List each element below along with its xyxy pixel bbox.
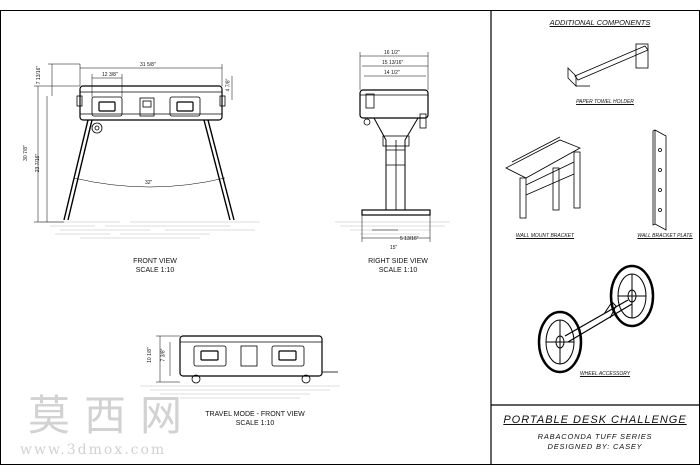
dim-height-inner: 23 7/16" [35,153,42,173]
dim-side-d3: 14 1/2" [384,70,400,76]
wall-mount-bracket-drawing [505,136,581,219]
travel-view-drawing [140,335,340,399]
dim-height-outer: 30 7/8" [22,145,29,161]
wall-bracket-plate-drawing [652,129,667,231]
dim-width: 31 5/8" [140,62,156,68]
dim-side-d2: 15 13/16" [382,60,404,66]
watermark-url: www.3dmox.com [20,442,167,458]
side-view-scale: SCALE 1:10 [378,267,418,274]
dim-side-base-inner: 5 13/16" [400,236,419,242]
travel-view-title: TRAVEL MODE - FRONT VIEW [205,411,305,418]
wheel-accessory-drawing [537,264,655,374]
travel-view-scale: SCALE 1:10 [235,420,275,427]
watermark-cn: 莫西网 [28,391,197,440]
components-heading: ADDITIONAL COMPONENTS [549,18,651,27]
wall-plate-label: WALL BRACKET PLATE [637,233,693,239]
dim-travel-inner: 7 3/8" [160,348,167,362]
dim-top-right: 4 7/8" [225,78,232,92]
dim-side-d1: 16 1/2" [384,50,400,56]
front-view-title: FRONT VIEW [133,258,177,265]
title-block-designer: DESIGNED BY: CASEY [547,442,643,451]
side-view-drawing [335,52,450,242]
title-block-title: PORTABLE DESK CHALLENGE [503,414,687,426]
front-view-scale: SCALE 1:10 [135,267,175,274]
side-view-title: RIGHT SIDE VIEW [368,258,428,265]
wall-mount-label: WALL MOUNT BRACKET [515,233,575,239]
wheel-label: WHEEL ACCESSORY [579,371,631,377]
title-block-subtitle: RABACONDA TUFF SERIES [537,432,653,441]
dim-top-left: 7 13/16" [36,65,43,85]
front-view-drawing [34,63,260,239]
dim-side-base: 15" [390,245,398,251]
paper-towel-holder-drawing [567,43,649,87]
dim-leg-span: 32" [145,180,153,186]
dim-travel-outer: 10 1/8" [146,347,153,363]
paper-towel-label: PAPER TOWEL HOLDER [576,99,634,105]
dim-drawer-width: 12 3/8" [102,72,118,78]
